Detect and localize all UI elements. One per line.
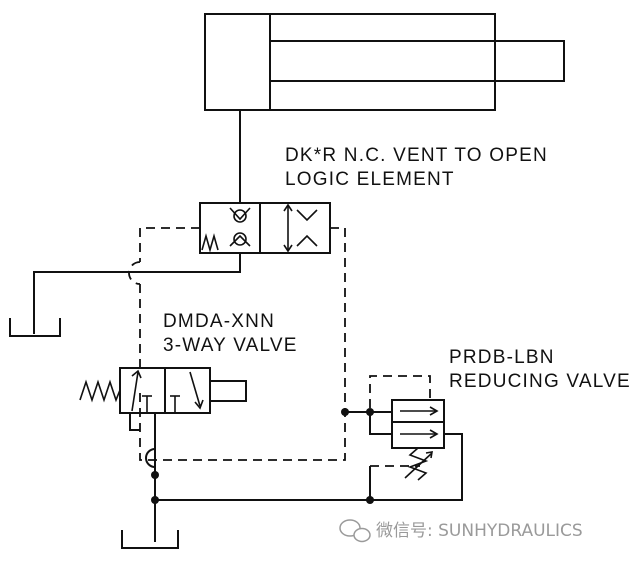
reducing-valve <box>391 399 445 481</box>
logic-element-valve <box>199 202 331 254</box>
three-way-label-line2: 3-WAY VALVE <box>163 335 298 356</box>
reducing-label-line1: PRDB-LBN <box>449 347 555 368</box>
reducing-outlet-line <box>155 433 463 501</box>
reducing-label-line2: REDUCING VALVE <box>449 371 631 392</box>
wechat-icon <box>339 519 371 543</box>
watermark: 微信号: SUNHYDRAULICS <box>339 519 583 543</box>
spring-icon <box>201 233 219 253</box>
junction-dots <box>151 408 374 504</box>
three-way-valve <box>79 367 247 414</box>
reducing-drain-line <box>369 412 392 435</box>
three-way-label-line1: DMDA-XNN <box>163 311 275 332</box>
pilot-lines <box>139 227 431 467</box>
tank-symbol-upper <box>9 318 61 337</box>
adjustable-spring-icon <box>407 447 429 481</box>
logic-element-label-line2: LOGIC ELEMENT <box>285 169 455 190</box>
spring-icon <box>79 379 121 403</box>
line-crossover <box>128 261 141 285</box>
hydraulic-cylinder <box>204 13 565 111</box>
line-crossover-lower <box>145 448 156 468</box>
watermark-text: 微信号: SUNHYDRAULICS <box>376 521 583 541</box>
logic-outlet-line <box>33 253 241 334</box>
tank-symbol-lower <box>121 530 179 549</box>
flow-arrows-icon <box>283 203 318 253</box>
logic-element-label-line1: DK*R N.C. VENT TO OPEN <box>285 145 548 166</box>
check-valve-icon <box>229 207 251 247</box>
solenoid-icon <box>209 380 247 402</box>
valve-drain-line <box>129 413 140 431</box>
